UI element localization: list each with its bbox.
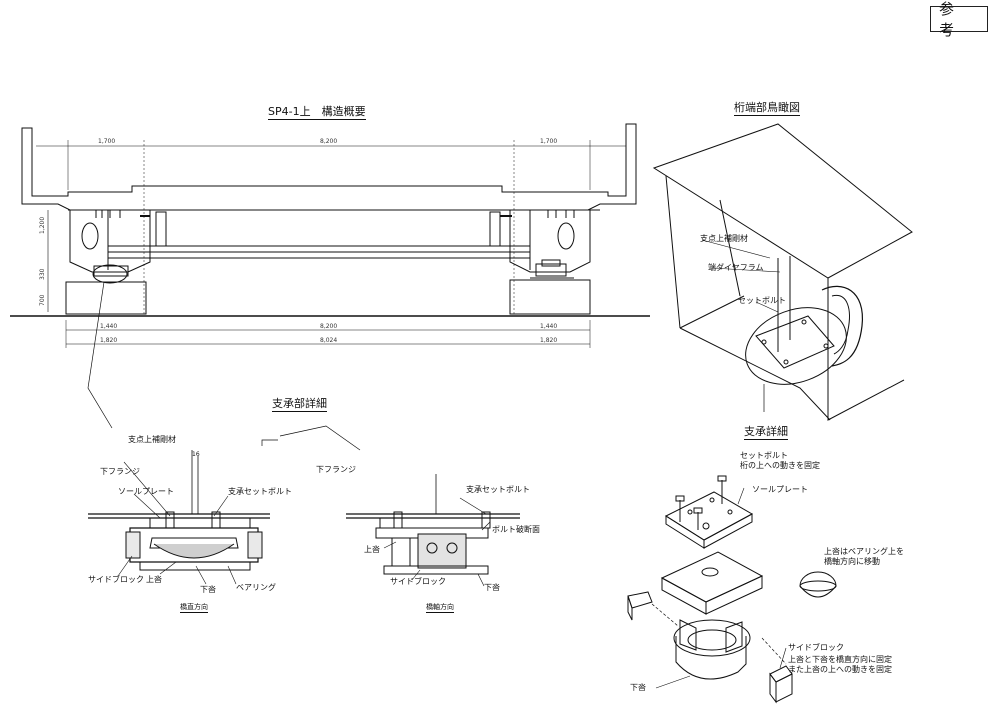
left-label-dim-16: 16 — [192, 451, 200, 458]
left-label-set-bolt: 支承セットボルト — [228, 487, 292, 496]
bird-label-stiffener: 支点上補剛材 — [700, 234, 748, 243]
structure-title: SP4-1上 構造概要 — [268, 105, 366, 120]
bearing-detail-title: 支承部詳細 — [272, 397, 327, 412]
dim-top-1: 1,700 — [98, 138, 116, 145]
dim-bottom1-2: 8,200 — [320, 323, 338, 330]
structure-elevation — [10, 124, 650, 428]
right-label-upper-shoe: 上沓 — [364, 545, 380, 554]
support-label-sole-plate: ソールプレート — [752, 485, 808, 494]
support-label-upper-shoe-note-1: 上沓はベアリング上を — [824, 547, 904, 556]
dim-bottom1-1: 1,440 — [100, 323, 118, 330]
left-caption: 橋直方向 — [180, 603, 208, 613]
right-label-lower-flange: 下フランジ — [316, 465, 356, 474]
right-label-bolt-section: ボルト破断面 — [492, 525, 540, 534]
dim-left-3: 700 — [39, 294, 46, 306]
support-label-side-block-note-2: また上沓の上への動きを固定 — [788, 665, 892, 674]
right-label-set-bolt: 支承セットボルト — [466, 485, 530, 494]
dim-top-2: 8,200 — [320, 138, 338, 145]
bearing-detail-right — [262, 426, 520, 586]
support-label-set-bolt-note: 桁の上への動きを固定 — [740, 461, 820, 470]
dim-bottom2-3: 1,820 — [540, 337, 558, 344]
right-label-side-block: サイドブロック — [390, 577, 446, 586]
dim-bottom2-2: 8,024 — [320, 337, 338, 344]
left-label-upper-shoe: 上沓 — [146, 575, 162, 584]
dim-bottom1-3: 1,440 — [540, 323, 558, 330]
bird-view-drawing — [654, 124, 912, 420]
dim-top-3: 1,700 — [540, 138, 558, 145]
support-label-upper-shoe-note-2: 橋軸方向に移動 — [824, 557, 880, 566]
right-label-lower-shoe: 下沓 — [484, 583, 500, 592]
left-label-sole-plate: ソールプレート — [118, 487, 174, 496]
support-label-lower-shoe: 下沓 — [630, 683, 646, 692]
left-label-side-block: サイドブロック — [88, 575, 144, 584]
left-label-lower-flange: 下フランジ — [100, 467, 140, 476]
bearing-detail-left — [88, 450, 270, 584]
support-label-set-bolt: セットボルト — [740, 451, 788, 460]
dim-left-1: 1,200 — [39, 216, 46, 234]
support-detail-exploded — [628, 476, 836, 702]
right-caption: 橋軸方向 — [426, 603, 454, 613]
left-label-lower-shoe: 下沓 — [200, 585, 216, 594]
dim-bottom2-1: 1,820 — [100, 337, 118, 344]
bird-label-diaphragm: 端ダイヤフラム — [708, 263, 764, 272]
dim-left-2: 330 — [39, 268, 46, 280]
support-label-side-block-note-1: 上沓と下沓を橋直方向に固定 — [788, 655, 892, 664]
left-label-bearing: ベアリング — [236, 583, 276, 592]
reference-stamp: 参 考 — [930, 0, 988, 39]
bird-label-set-bolt: セットボルト — [738, 296, 786, 305]
bird-view-title: 桁端部鳥瞰図 — [734, 101, 800, 116]
left-label-stiffener: 支点上補剛材 — [128, 435, 176, 444]
support-label-side-block: サイドブロック — [788, 643, 844, 652]
support-detail-title: 支承詳細 — [744, 425, 788, 440]
